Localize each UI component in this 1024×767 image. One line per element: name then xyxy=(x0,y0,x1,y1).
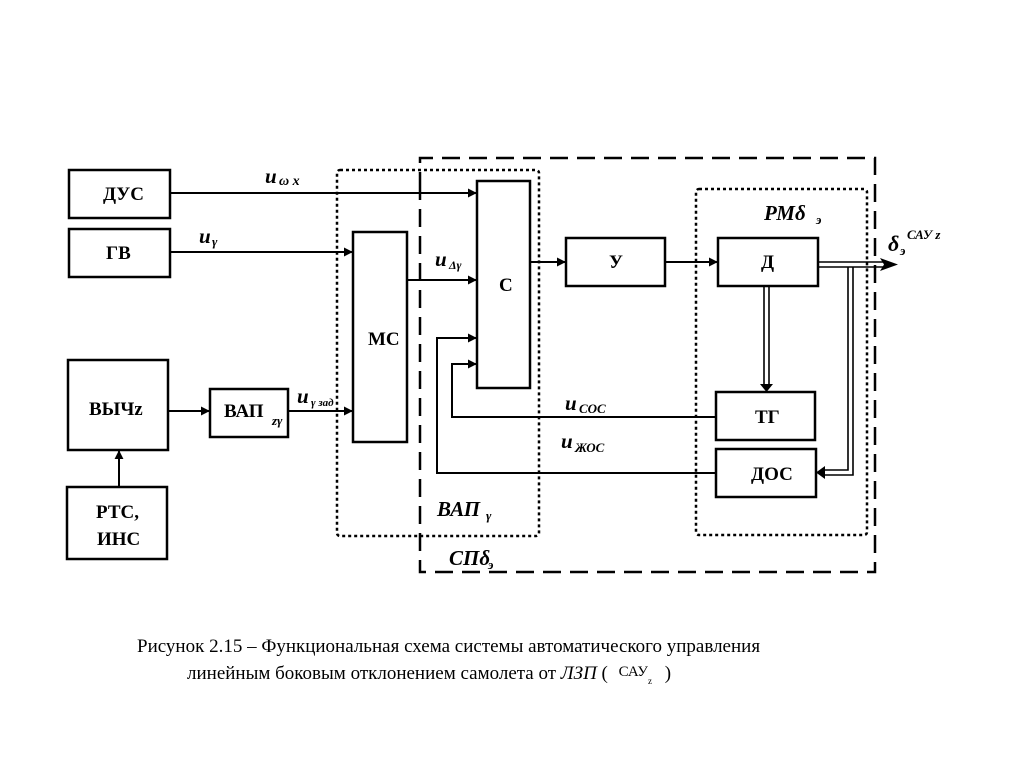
s-label: С xyxy=(499,275,513,296)
vap-zg-block xyxy=(208,387,290,439)
caption-sau: САУ xyxy=(618,664,649,680)
s-block xyxy=(475,179,532,390)
u-zhos-label: u xyxy=(561,429,573,453)
rts-label-1: РТС, xyxy=(96,502,139,523)
vap-gamma-sub: γ xyxy=(486,508,492,523)
d-block xyxy=(716,236,820,288)
rm-delta-label: РМδ xyxy=(763,201,806,225)
sp-delta-sub: э xyxy=(487,557,494,572)
d-label: Д xyxy=(761,252,774,273)
vap-zg-label: ВАП xyxy=(224,401,264,422)
arrow-to-dos xyxy=(816,466,825,479)
u-sos-sub: СОС xyxy=(579,401,606,416)
caption-text: линейным боковым отклонением самолета от xyxy=(187,663,561,684)
ms-block xyxy=(351,230,409,444)
dus-label: ДУС xyxy=(103,184,144,205)
u-omega-sub: ω x xyxy=(279,174,300,189)
vap-gamma-frame xyxy=(335,168,541,538)
u-gamma-sub: γ xyxy=(212,234,218,249)
caption-sau-sub: z xyxy=(648,675,653,686)
delta-out-sup: САУ z xyxy=(907,227,941,242)
gv-block xyxy=(67,227,172,279)
dos-label: ДОС xyxy=(751,464,793,485)
line-output-to-dos-a xyxy=(822,267,849,471)
dos-block xyxy=(714,447,818,499)
u-gamma-zad-label: u xyxy=(297,384,309,408)
tg-label: ТГ xyxy=(755,407,780,428)
vych-label: ВЫЧz xyxy=(89,399,143,420)
sp-delta-frame xyxy=(418,156,877,574)
u-label: У xyxy=(609,252,623,273)
ms-label: МС xyxy=(368,329,400,350)
u-gamma-zad-sub: γ зад xyxy=(311,397,334,409)
sp-delta-label: СПδ xyxy=(449,546,490,570)
line-tg-feedback xyxy=(451,359,716,418)
caption-open-paren: ( xyxy=(596,663,608,684)
u-delta-gamma-sub: Δγ xyxy=(448,258,462,272)
u-block xyxy=(564,236,667,288)
rm-delta-frame xyxy=(694,187,869,537)
delta-out-sub: э xyxy=(899,243,906,258)
u-sos-label: u xyxy=(565,391,577,415)
u-delta-gamma-label: u xyxy=(435,247,447,271)
line-output-to-dos-b xyxy=(822,267,854,476)
u-gamma-label: u xyxy=(199,224,211,248)
rts-label-2: ИНС xyxy=(97,529,140,550)
vych-block xyxy=(66,358,170,452)
delta-out-label: δ xyxy=(888,231,899,256)
caption-close-paren: ) xyxy=(664,663,672,684)
arrow-d-to-tg xyxy=(760,384,773,392)
rts-ins-block xyxy=(65,485,169,561)
gv-label: ГВ xyxy=(106,243,131,264)
caption-line-1: Рисунок 2.15 – Функциональная схема сист… xyxy=(137,636,761,657)
vap-gamma-label: ВАП xyxy=(436,497,481,521)
rm-delta-sub: э xyxy=(815,212,822,227)
line-dos-feedback xyxy=(436,333,716,474)
u-zhos-sub: ЖОС xyxy=(574,440,605,455)
vap-zg-sub: zγ xyxy=(271,413,283,428)
arrow-d-output xyxy=(880,258,898,271)
caption-lzp: ЛЗП xyxy=(560,663,597,684)
caption-line-2: линейным боковым отклонением самолета от… xyxy=(187,663,671,686)
tg-block xyxy=(714,390,817,442)
u-omega-label: u xyxy=(265,164,277,188)
